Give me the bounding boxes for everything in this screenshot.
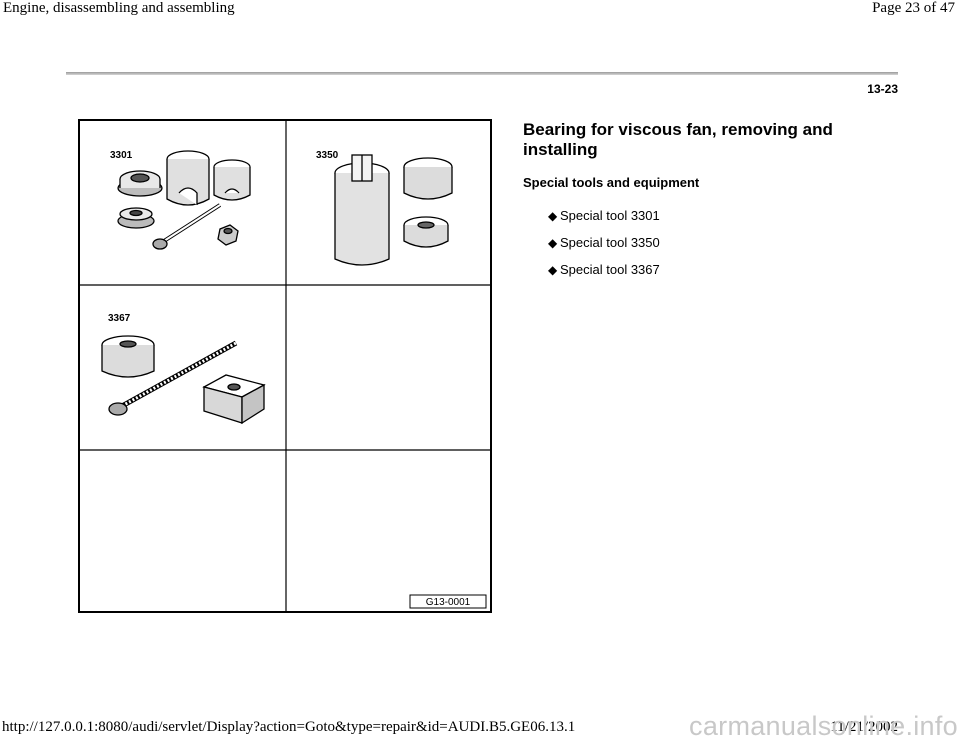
section-subtitle: Special tools and equipment	[523, 175, 700, 190]
special-tools-figure: 3301	[78, 119, 492, 613]
tools-illustration: 3301	[80, 121, 490, 611]
list-item-text: Special tool 3350	[560, 235, 660, 250]
diamond-bullet-icon: ◆	[548, 236, 558, 250]
page-number: 13-23	[867, 82, 898, 96]
tool-3367-drawing: 3367	[101, 313, 266, 425]
header-rule	[66, 72, 898, 75]
figure-id: G13-0001	[426, 597, 471, 608]
list-item: ◆ Special tool 3301	[548, 208, 660, 235]
section-title: Bearing for viscous fan, removing and in…	[523, 120, 833, 159]
tool-3350-drawing: 3350	[316, 150, 453, 266]
page-indicator: Page 23 of 47	[872, 0, 955, 16]
figure-id-box	[409, 594, 487, 609]
diamond-bullet-icon: ◆	[548, 263, 558, 277]
tool-3367-label: 3367	[108, 313, 131, 324]
tool-3301-drawing: 3301	[110, 150, 251, 250]
special-tools-list: ◆ Special tool 3301 ◆ Special tool 3350 …	[548, 208, 660, 289]
tool-3301-label: 3301	[110, 150, 133, 161]
document-title: Engine, disassembling and assembling	[3, 0, 235, 16]
watermark: carmanualsonline.info	[689, 711, 958, 741]
diamond-bullet-icon: ◆	[548, 209, 558, 223]
list-item-text: Special tool 3367	[560, 262, 660, 277]
list-item-text: Special tool 3301	[560, 208, 660, 223]
footer-url: http://127.0.0.1:8080/audi/servlet/Displ…	[2, 719, 576, 735]
tool-3350-label: 3350	[316, 150, 339, 161]
list-item: ◆ Special tool 3350	[548, 235, 660, 262]
list-item: ◆ Special tool 3367	[548, 262, 660, 289]
footer-date: 11/21/2002	[830, 719, 898, 735]
